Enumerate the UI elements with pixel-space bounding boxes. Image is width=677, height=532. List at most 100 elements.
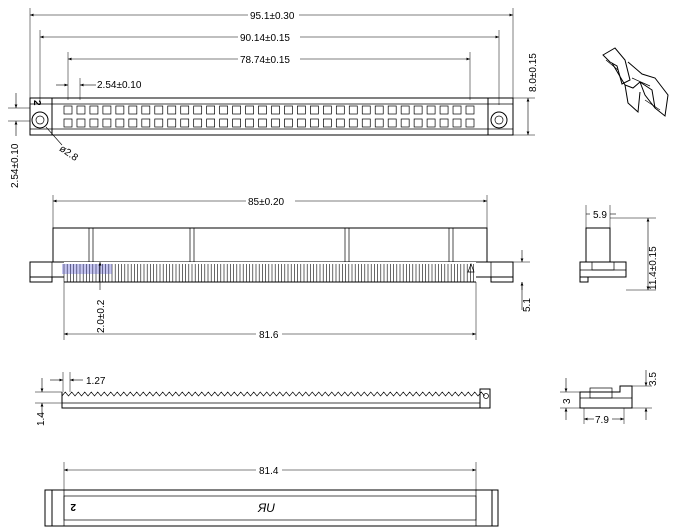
bottom-height-label: 1.4 (36, 412, 47, 426)
dim-body-length: 85±0.20 (53, 197, 487, 208)
contact-cell (219, 105, 228, 115)
contact-cell (271, 105, 280, 115)
contact-cell (361, 105, 371, 115)
contact-cell (323, 105, 332, 115)
contact-cell (206, 118, 215, 128)
contact-cell (335, 105, 345, 115)
contact-cell (465, 118, 475, 128)
contact-cell (141, 105, 151, 115)
contact-cell (361, 118, 371, 128)
front-view: 85±0.20 2.0±0.2 81.6 (29, 195, 533, 341)
tooth-row (61, 391, 485, 397)
plan-length-label: 81.4 (259, 466, 279, 477)
contact-cell (348, 105, 358, 115)
side-view: 5.9 11.4±0.15 (579, 205, 659, 291)
contact-cell (63, 118, 73, 128)
row-spacing-label: 2.54±0.10 (10, 143, 21, 188)
contact-cell (232, 105, 241, 115)
contact-cell (323, 118, 332, 128)
contact-cell (426, 118, 436, 128)
contact-cell (167, 118, 177, 128)
contact-cell (193, 118, 203, 128)
dim-plan-length: 81.4 (63, 466, 476, 477)
pin-row (62, 262, 476, 283)
pin-height-label: 2.0±0.2 (96, 299, 107, 333)
contact-cell (219, 118, 228, 128)
contact-cell (452, 105, 462, 115)
ul-logo: ЯU (257, 501, 275, 515)
contact-cell (439, 105, 449, 115)
contact-cells (63, 105, 475, 128)
dim-overall-length: 95.1±0.30 (30, 11, 513, 22)
contact-cell (115, 118, 125, 128)
contact-cell (245, 105, 254, 115)
dim-contact-pitch: 2.54±0.10 (56, 80, 142, 91)
contact-cell (128, 118, 138, 128)
body-length-label: 85±0.20 (248, 197, 285, 208)
contact-cell (89, 118, 99, 128)
contact-cell (102, 118, 112, 128)
contact-cell (310, 105, 319, 115)
contact-cell (297, 118, 306, 128)
dim-mounting-pitch: 90.14±0.15 (40, 33, 499, 44)
pin-marker-top: 2 (31, 100, 42, 106)
contact-cell (206, 105, 215, 115)
contact-cell (141, 118, 151, 128)
contact-cell (452, 118, 462, 128)
contact-cell (297, 105, 306, 115)
contact-cell (89, 105, 99, 115)
pin-highlight (62, 264, 112, 274)
contact-perspective (602, 47, 669, 117)
small-top-label: 3.5 (648, 372, 659, 386)
pin-marker-plan: 2 (70, 501, 76, 512)
side-height-label: 11.4±0.15 (648, 246, 659, 290)
height-below-label: 5.1 (522, 298, 533, 312)
contact-cell (258, 118, 267, 128)
mounting-pitch-label: 90.14±0.15 (240, 33, 290, 44)
contact-cell (426, 105, 436, 115)
contact-cell (193, 105, 203, 115)
small-left-label: 3 (562, 398, 573, 404)
side-width-label: 5.9 (593, 210, 607, 221)
overall-length-label: 95.1±0.30 (250, 11, 295, 22)
small-bottom-label: 7.9 (595, 415, 609, 426)
tooth-pitch-label: 1.27 (86, 376, 106, 387)
top-view: 95.1±0.30 90.14±0.15 78.74±0.15 2.54±0.1… (8, 8, 539, 188)
contact-cell (167, 105, 177, 115)
contact-cell (258, 105, 267, 115)
contact-cell (271, 118, 280, 128)
contact-cell (180, 118, 190, 128)
contact-cell (245, 118, 254, 128)
contact-cell (310, 118, 319, 128)
tooth-edge (61, 391, 485, 397)
contact-cell (413, 105, 423, 115)
contact-cell (374, 105, 384, 115)
contact-cell (76, 118, 86, 128)
contact-cell (63, 105, 73, 115)
contact-cell (232, 118, 241, 128)
hole-diameter-label: ø2.8 (57, 143, 80, 164)
side-view-small: 3.5 3 7.9 (560, 370, 659, 426)
contact-cell (115, 105, 125, 115)
contact-cell (439, 118, 449, 128)
overall-height-label: 8.0±0.15 (528, 53, 539, 92)
bottom-view: 1.27 1.4 (35, 372, 491, 426)
contact-cell (284, 118, 293, 128)
contact-cell (348, 118, 358, 128)
contact-cell (128, 105, 138, 115)
contact-cell (335, 118, 345, 128)
dim-contact-span: 78.74±0.15 (68, 55, 470, 66)
dim-pin-field: 81.6 (63, 330, 476, 341)
contact-cell (154, 118, 164, 128)
contact-cell (374, 118, 384, 128)
contact-cell (413, 118, 423, 128)
contact-cell (387, 118, 397, 128)
pin-field-length-label: 81.6 (259, 330, 279, 341)
contact-span-label: 78.74±0.15 (240, 55, 290, 66)
contact-cell (400, 105, 410, 115)
contact-cell (400, 118, 410, 128)
contact-cell (387, 105, 397, 115)
contact-cell (76, 105, 86, 115)
contact-cell (180, 105, 190, 115)
